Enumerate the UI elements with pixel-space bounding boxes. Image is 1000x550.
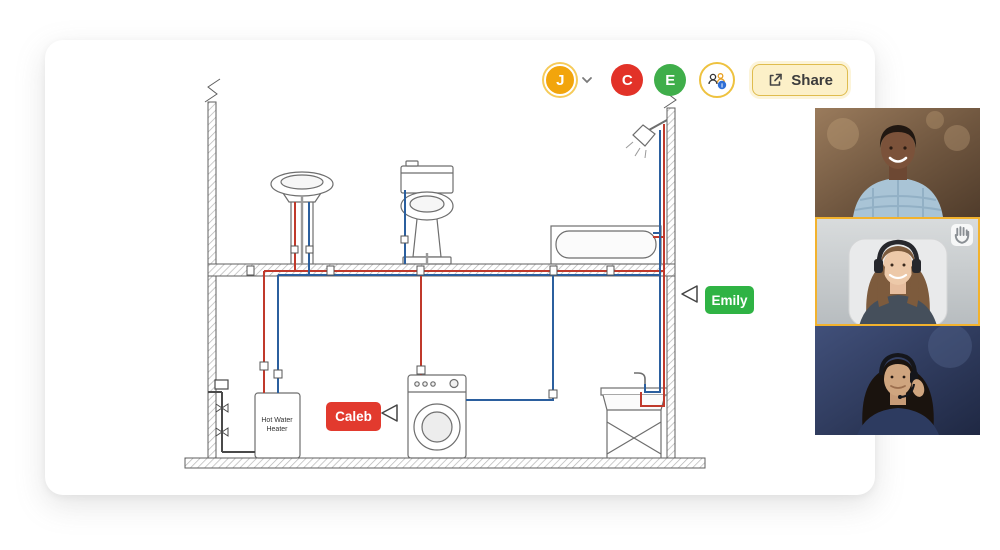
emily-pointer-icon — [681, 285, 698, 303]
participant-video-2[interactable] — [815, 217, 980, 326]
participant-3-video — [815, 326, 980, 435]
followers-info-icon: i — [708, 73, 727, 90]
chevron-down-icon[interactable] — [581, 76, 593, 84]
washing-machine — [407, 374, 467, 459]
caleb-pointer-icon — [381, 404, 398, 422]
fixtures: Hot Water Heater — [254, 119, 668, 459]
whiteboard-canvas[interactable]: Hot Water Heater — [45, 40, 875, 495]
hot-water-heater: Hot Water Heater — [254, 392, 301, 459]
participant-video-3[interactable] — [815, 326, 980, 435]
bathtub — [550, 225, 662, 265]
cursor-caleb: Caleb — [326, 402, 398, 431]
share-button[interactable]: Share — [752, 64, 848, 96]
avatar-e[interactable]: E — [654, 64, 687, 96]
drain-pipes — [300, 196, 429, 264]
avatar-j[interactable]: J — [544, 64, 577, 96]
shower-head — [625, 119, 668, 159]
share-label: Share — [791, 71, 833, 89]
whiteboard-card: Hot Water Heater — [45, 40, 875, 495]
bathroom-sink — [270, 171, 334, 264]
participant-1-video — [815, 108, 980, 217]
toilet — [400, 160, 454, 265]
avatar-c[interactable]: C — [611, 64, 644, 96]
cursor-label-emily: Emily — [711, 293, 748, 308]
main-water-supply — [208, 379, 255, 453]
utility-sink — [600, 372, 668, 458]
pipe-fittings — [246, 235, 615, 399]
followers-button[interactable]: i — [699, 62, 736, 98]
info-glyph: i — [721, 83, 723, 90]
water-heater-label-2: Heater — [266, 426, 288, 433]
participant-2-video — [815, 217, 980, 326]
water-heater-label-1: Hot Water — [261, 417, 293, 424]
collaboration-toolbar: J C E i Share — [544, 62, 848, 98]
share-icon — [769, 73, 783, 86]
cursor-emily: Emily — [681, 285, 754, 314]
cursor-label-caleb: Caleb — [335, 409, 372, 424]
video-call-panel — [815, 108, 980, 435]
reaction-icon — [951, 224, 973, 246]
participant-video-1[interactable] — [815, 108, 980, 217]
